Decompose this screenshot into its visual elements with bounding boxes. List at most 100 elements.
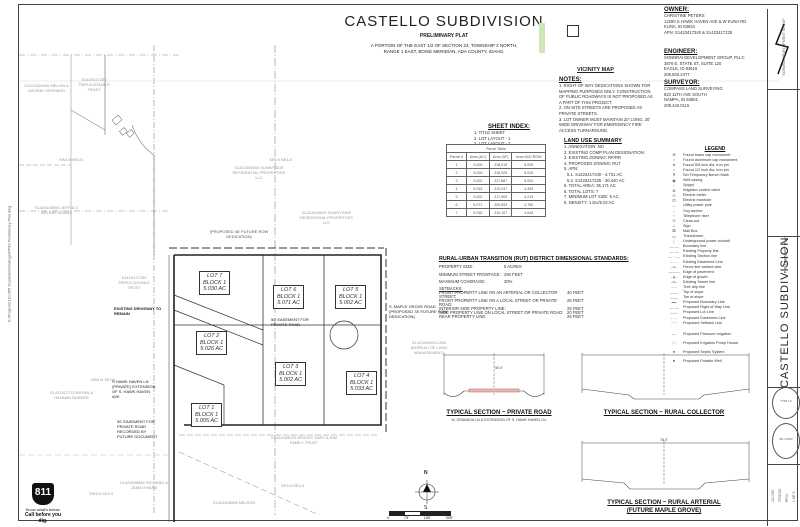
scale-tick: 0 bbox=[387, 515, 390, 520]
annotation-section: SE1/4 SE1/4 bbox=[281, 483, 304, 488]
column-header: Area W/O ROW bbox=[511, 152, 546, 161]
legend-item: ━━Proposed Boundary Line bbox=[665, 300, 765, 305]
block-number: BLOCK 1 bbox=[339, 293, 363, 300]
rut-label: PROPERTY SIZE: bbox=[439, 264, 474, 269]
note-item: 2. ON-SITE STREETS ARE PROPOSED AS PRIVA… bbox=[559, 105, 643, 116]
legend-symbol-icon: ▭ bbox=[672, 233, 676, 239]
table-cell: 4.760 bbox=[511, 200, 546, 209]
private-road-section-drawing bbox=[443, 353, 545, 397]
surveyor-seal: 7725 LS bbox=[772, 387, 800, 419]
legal-description: A PORTION OF THE EAST 1/2 OF SECTION 23,… bbox=[339, 43, 549, 54]
job-number: 110.055 bbox=[771, 489, 775, 502]
legend-symbol-icon: □ bbox=[672, 340, 676, 346]
land-use-item: 5.2. S1423417225 - 30.440 AC bbox=[567, 177, 625, 183]
file-path-text: K:\Projects\110.055 Castello\Drawings\PP… bbox=[6, 205, 12, 323]
legend-label: Underground power conduit bbox=[683, 239, 730, 244]
title-block-sheet-type: PRELIMINARY PLAT bbox=[782, 235, 788, 274]
legend-symbol-icon: -◦- bbox=[671, 202, 677, 208]
title-block: SONNRAI DEVELOPMENT GROUP CASTELLO SUBDI… bbox=[767, 9, 800, 526]
table-cell: 6 bbox=[446, 200, 467, 209]
annotation-sunnyside: S1423449000 SUNNYSIDE RESIDENTIAL PROPER… bbox=[232, 165, 286, 180]
page-subtitle: PRELIMINARY PLAT bbox=[419, 33, 469, 39]
setback-value: 25 FEET bbox=[567, 305, 584, 311]
setback-row: FRONT PROPERTY LINE ON A LOCAL STREET OR… bbox=[439, 298, 639, 307]
sheet-info-panel: 110.055 7/7/2025 PP00 1 OF 3 bbox=[768, 464, 800, 527]
legend-symbol-icon: –g– bbox=[670, 274, 678, 280]
legend-item: - - -Existing Easement Line bbox=[665, 259, 765, 264]
legend-item: ●Found 5/8 inch dia. iron pin bbox=[665, 162, 765, 167]
block-number: BLOCK 1 bbox=[279, 370, 303, 377]
legend-label: Proposed Easement Line bbox=[683, 315, 726, 320]
legend-item: ◌Spigot bbox=[665, 183, 765, 188]
notes-heading: NOTES: bbox=[559, 77, 582, 83]
land-use-item: 4. PROPOSED ZONING: RUT bbox=[564, 160, 621, 166]
legend-item: ●Proposed Potable Well bbox=[665, 356, 765, 365]
legend-label: Edge of pavement bbox=[683, 269, 714, 274]
owner-line: KUNA, ID 83634 bbox=[664, 24, 695, 30]
land-use-item: 6. TOTAL LOTS: 7 bbox=[564, 188, 599, 194]
land-use-item: 7. MINIMUM LOT SIZE: 5 AC. bbox=[564, 194, 620, 200]
block-number: BLOCK 1 bbox=[203, 279, 227, 286]
rut-value: 30% bbox=[504, 279, 513, 285]
legend-symbol-icon: ◌ bbox=[672, 182, 676, 188]
legend-label: Clean-out bbox=[683, 218, 700, 223]
land-use-item: 6. TOTAL AREA: 35.171 AC bbox=[564, 183, 616, 189]
legend-item: ·····Proposed Setback Line bbox=[665, 320, 765, 325]
legend-item: –x–Fence line barbed wire bbox=[665, 264, 765, 269]
legend-label: Proposed Setback Line bbox=[683, 320, 723, 325]
table-cell: 4.459 bbox=[511, 184, 546, 193]
legend-symbol-icon: — — bbox=[669, 243, 679, 249]
legend-symbol-icon: ——— bbox=[668, 269, 680, 275]
legend-symbol-icon: ━━ bbox=[671, 299, 677, 305]
section-width: 50.0' bbox=[495, 366, 503, 370]
column-header: Area (SF) bbox=[488, 152, 513, 161]
owner-line: CHRISTINE PETERS bbox=[664, 13, 705, 18]
annotation-blm: S1423449000 USA (BUREAU OF LAND MANAGEME… bbox=[410, 340, 448, 355]
legend-symbol-icon: - - - bbox=[670, 315, 678, 321]
rut-row: MAXIMUM COVERAGE:30% bbox=[439, 279, 639, 285]
sheet-index-item: 1. TITLE SHEET bbox=[474, 130, 506, 135]
legend-label: Boundary line bbox=[683, 244, 707, 249]
annotation-hawk-haven: S HAWK HAVEN LN (PRIVATE) EXTENSION OF S… bbox=[112, 379, 156, 399]
legend-symbol-icon: ⊕ bbox=[672, 152, 676, 158]
engineer-seal: PE 17603 bbox=[772, 423, 800, 459]
block-number: BLOCK 1 bbox=[350, 379, 374, 386]
legend-label: Irrigation control valve bbox=[683, 188, 721, 193]
legend-symbol-icon: ⊙ bbox=[672, 192, 676, 198]
legend-label: Transformer bbox=[683, 234, 704, 239]
lot-number: LOT 1 bbox=[198, 405, 215, 411]
land-use-item: 1. ANNEXATION: NO bbox=[564, 144, 604, 149]
legend-label: Edge of gravel bbox=[683, 274, 708, 279]
lot-area: 5.002 AC bbox=[339, 300, 362, 306]
legend-symbol-icon: ○ bbox=[672, 167, 676, 173]
table-cell: 5.002 bbox=[511, 176, 546, 185]
lot-number: LOT 4 bbox=[353, 373, 370, 379]
legend-item: ▭ Transformer bbox=[665, 234, 765, 239]
surveyor-block: SURVEYOR: COMPASS LAND SURVEYING 823 11T… bbox=[664, 80, 779, 108]
legend-item: ——Proposed Lot Line bbox=[665, 310, 765, 315]
legend-item: ◉Well casing bbox=[665, 177, 765, 183]
legend-item: ←Guy anchor bbox=[665, 208, 765, 213]
annotation-existing-driveway: EXISTING DRIVEWAY TO REMAIN bbox=[114, 306, 162, 316]
legend-symbol-icon: ⊥ bbox=[672, 223, 676, 229]
scale-tick: 300' bbox=[445, 515, 453, 520]
legend-symbol-icon: — · — bbox=[668, 253, 680, 259]
engineer-line: 3876 E. STATE ST, SUITE 120 bbox=[664, 60, 722, 66]
legend-label: Found 1/2 inch dia. iron pin bbox=[683, 167, 729, 172]
legend-item: —Proposed Pressure Irrigation bbox=[665, 329, 765, 338]
table-cell: 5.030 bbox=[465, 208, 490, 217]
lot-area: 5.002 AC bbox=[279, 377, 302, 383]
legend-label: Toe of slope bbox=[683, 295, 704, 300]
column-header: Area (AC) bbox=[465, 152, 490, 161]
legend-item: –g– Edge of gravel bbox=[665, 274, 765, 279]
table-cell: 5.002 bbox=[465, 192, 490, 201]
legend-item: ——Top of slope bbox=[665, 290, 765, 295]
legal-description-line: RANGE 1 EAST, BOISE MERIDIAN, ADA COUNTY… bbox=[383, 48, 505, 54]
note-item: 3. LOT OWNER MUST MAINTAIN 20' LONG, 20'… bbox=[559, 116, 651, 133]
legend-label: Mail Box bbox=[683, 228, 698, 233]
legend-symbol-icon: ⊼ bbox=[672, 172, 676, 178]
legend-symbol-icon: —— bbox=[670, 309, 678, 315]
